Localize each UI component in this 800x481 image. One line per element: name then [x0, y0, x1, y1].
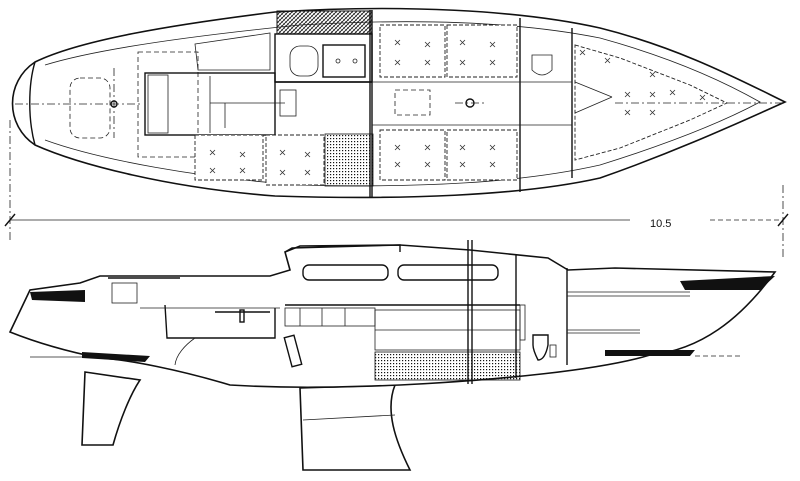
rudder	[81, 371, 142, 446]
profile-view	[8, 240, 777, 471]
dimension-label: 10.5	[650, 218, 672, 230]
keel	[299, 384, 412, 471]
dimension-line	[4, 120, 789, 260]
plan-view	[11, 7, 787, 199]
